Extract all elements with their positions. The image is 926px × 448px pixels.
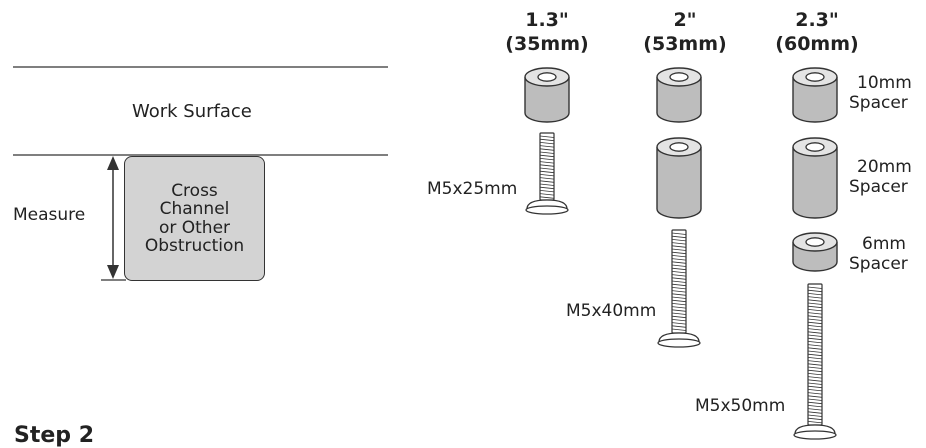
spacer-10mm-size: 10mm	[857, 73, 912, 93]
col3-header-mm: (60mm)	[775, 33, 859, 55]
obstruction-box: Cross Channel or Other Obstruction	[124, 156, 265, 281]
screw-m5x25-base	[525, 205, 569, 215]
col2-spacer-20mm-body	[656, 147, 702, 219]
screw-m5x50-threads	[807, 286, 823, 424]
screw-m5x50-base	[793, 430, 837, 440]
col2-spacer-10mm-body	[656, 77, 702, 123]
col2-header-inches: 2"	[673, 9, 697, 31]
obstruction-line-4: Obstruction	[144, 236, 245, 256]
col2-spacer-10mm-hole	[669, 72, 689, 82]
col1-spacer-10mm-hole	[537, 72, 557, 82]
col3-spacer-6mm-hole	[805, 237, 825, 247]
col2-spacer-20mm-hole	[669, 142, 689, 152]
col1-spacer-10mm-body	[524, 77, 570, 123]
screw-m5x40-base	[657, 338, 701, 348]
step-heading: Step 2	[14, 423, 94, 448]
obstruction-line-1: Cross	[171, 180, 218, 201]
col3-spacer-10mm-body	[792, 77, 838, 123]
spacer-6mm-size: 6mm	[862, 234, 906, 254]
screw-m5x25-threads	[539, 135, 555, 199]
spacer-20mm-size: 20mm	[857, 157, 912, 177]
obstruction-line-2: Channel	[159, 199, 230, 219]
col1-header-mm: (35mm)	[505, 33, 589, 55]
spacer-10mm-word: Spacer	[849, 93, 908, 113]
screw-label-m5x40: M5x40mm	[566, 301, 657, 321]
obstruction-line-3: or Other	[158, 217, 231, 238]
col1-header-inches: 1.3"	[525, 9, 569, 31]
measure-label: Measure	[13, 205, 86, 225]
col3-header-inches: 2.3"	[795, 9, 839, 31]
screw-label-m5x25: M5x25mm	[427, 179, 518, 199]
work-surface-label: Work Surface	[132, 101, 252, 122]
spacer-20mm-word: Spacer	[849, 177, 908, 197]
col3-spacer-20mm-hole	[805, 142, 825, 152]
col2-header-mm: (53mm)	[643, 33, 727, 55]
screw-m5x40-threads	[671, 232, 687, 331]
measure-arrowhead-bottom	[107, 265, 119, 279]
col3-spacer-20mm-body	[792, 147, 838, 219]
col3-spacer-10mm-hole	[805, 72, 825, 82]
screw-label-m5x50: M5x50mm	[695, 396, 786, 416]
measure-arrowhead-top	[107, 156, 119, 170]
spacer-6mm-word: Spacer	[849, 254, 908, 274]
